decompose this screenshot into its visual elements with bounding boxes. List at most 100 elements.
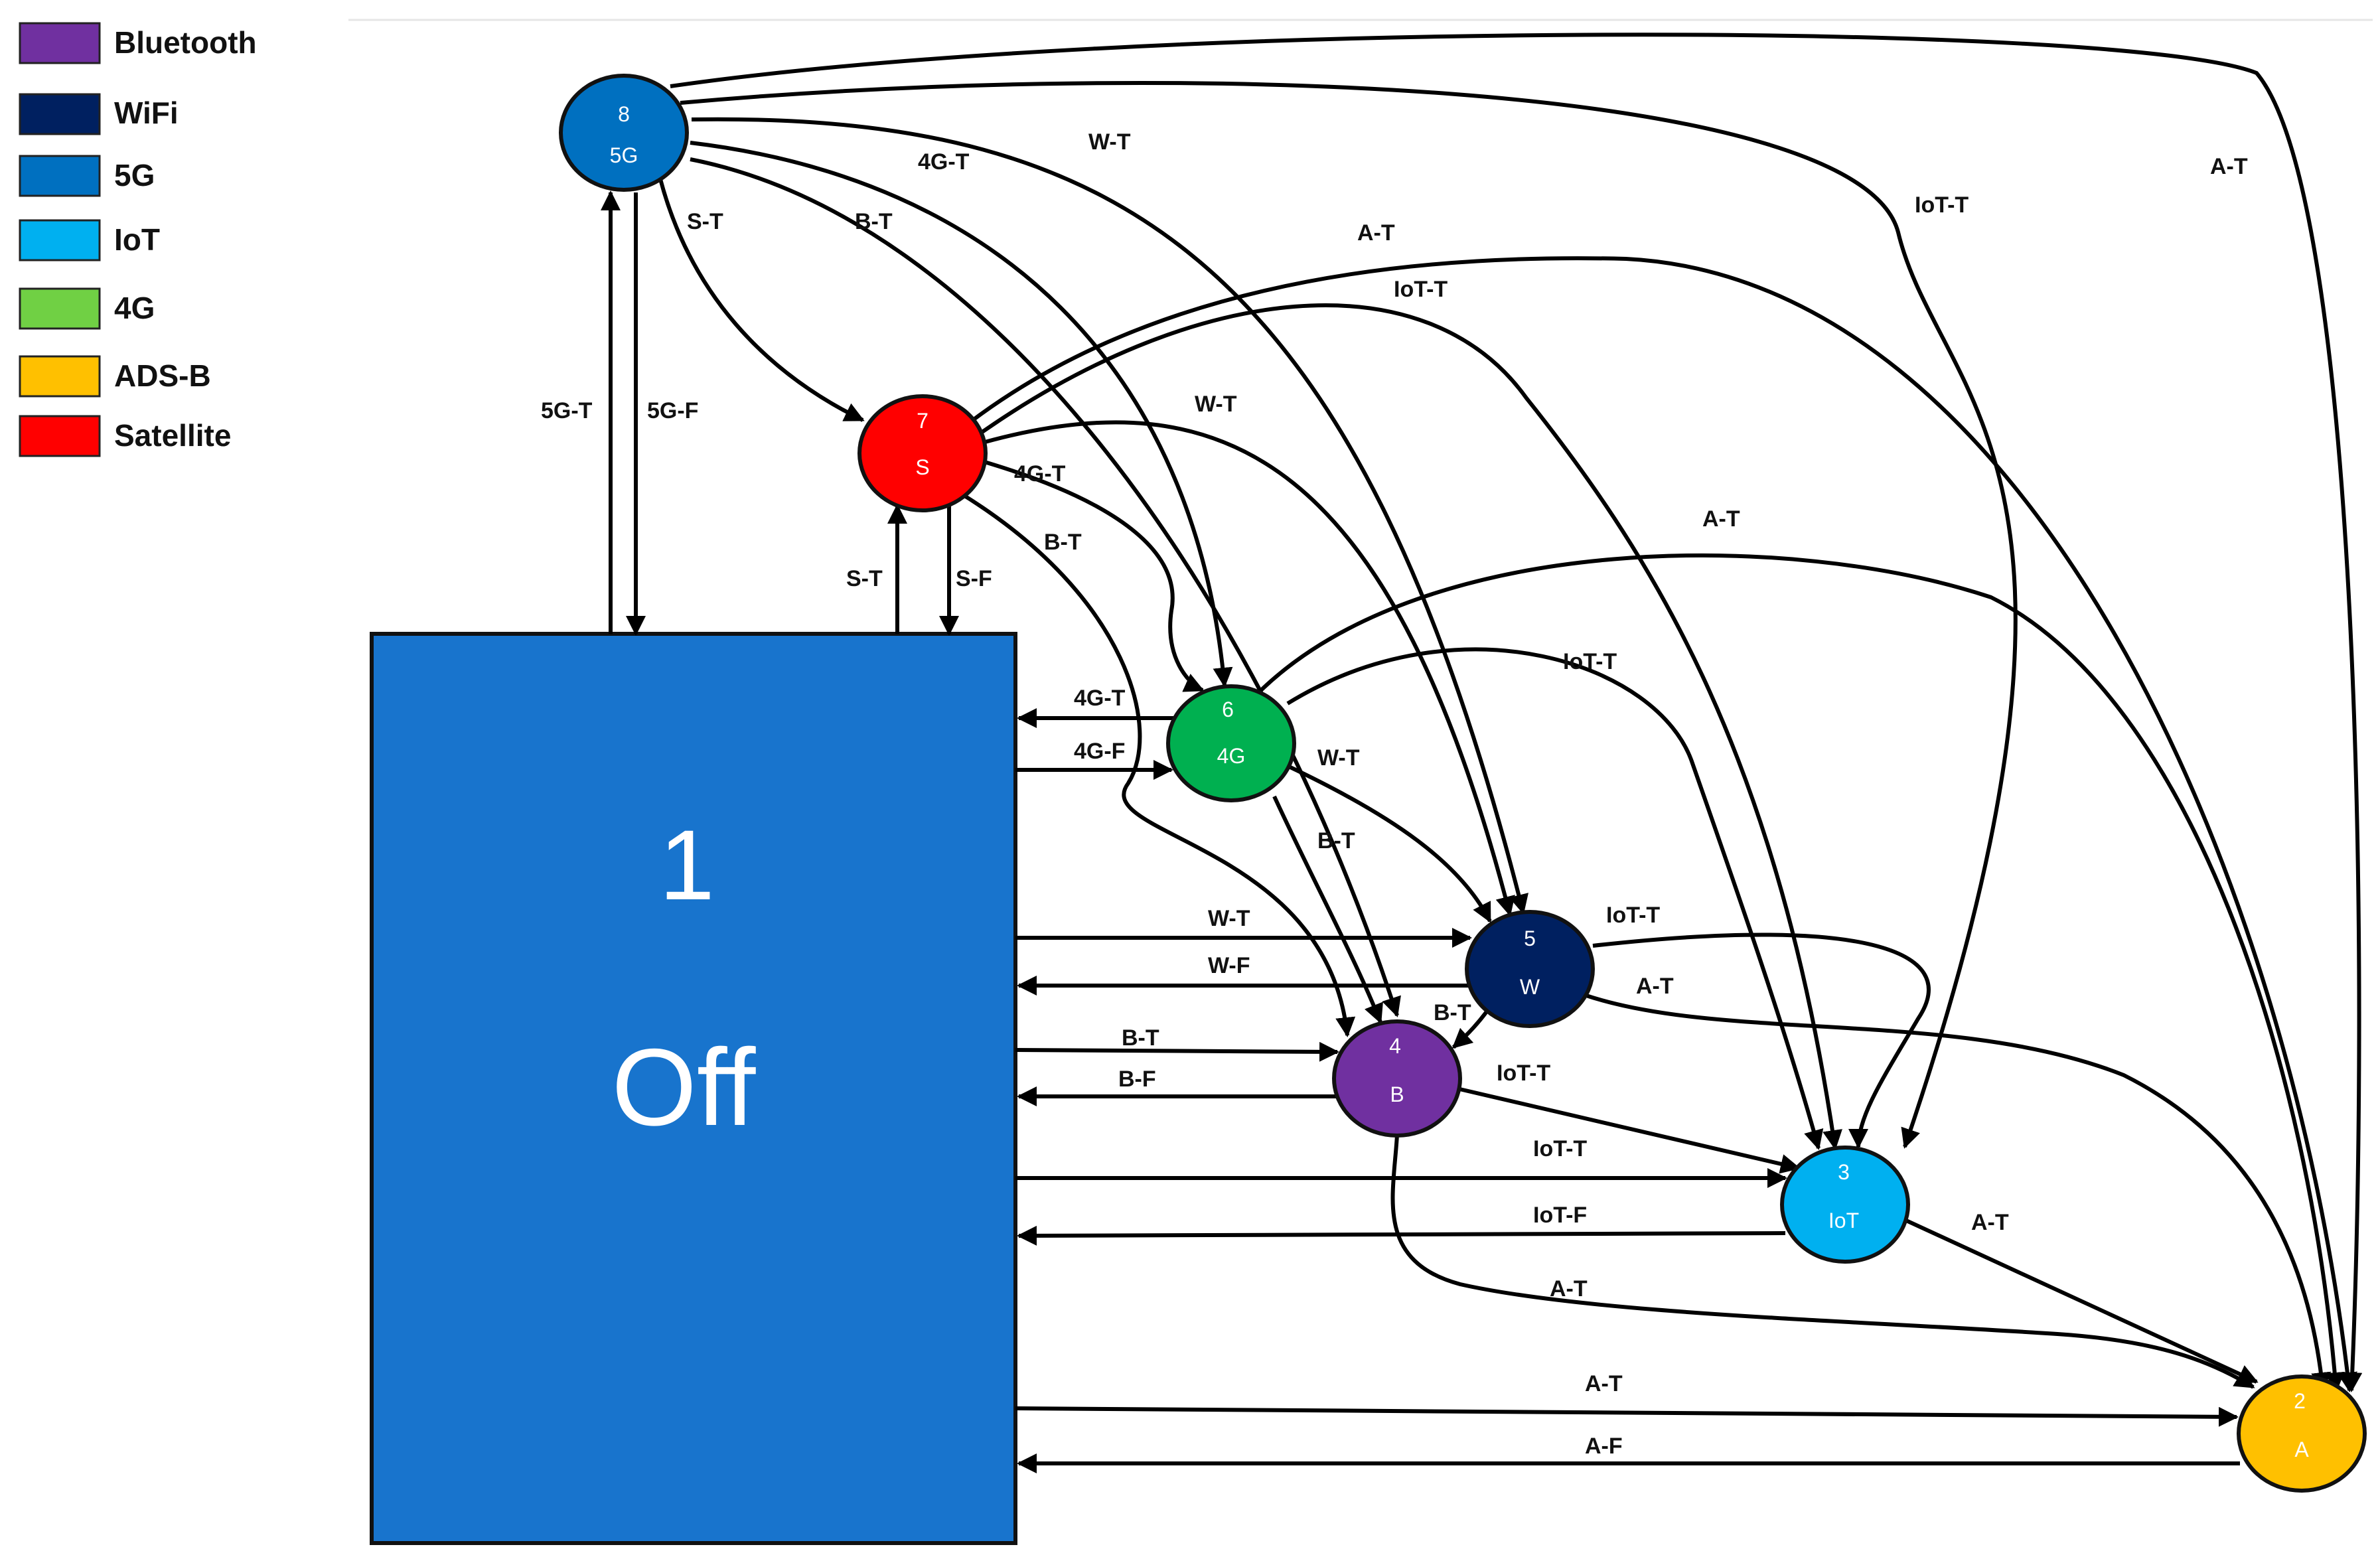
node-4g: 6 4G [1166, 684, 1296, 802]
edge-label-3-a-t: A-T [1971, 1210, 2009, 1235]
node-4g-circle [1166, 684, 1296, 802]
node-adsb-number: 2 [2294, 1389, 2306, 1413]
node-bluetooth-number: 4 [1389, 1034, 1401, 1058]
off-state-label: Off [611, 1026, 756, 1148]
node-5g-number: 8 [618, 102, 630, 126]
edge-satellite-to-bluetooth [961, 492, 1356, 1037]
node-wifi-abbr: W [1520, 975, 1540, 999]
legend-swatch-satellite [19, 415, 101, 457]
edge-label-a-t-off: A-T [1585, 1371, 1623, 1396]
edge-label-7-w-t: W-T [1195, 392, 1237, 417]
edge-label-s-t: S-T [846, 566, 883, 591]
edge-label-6-b-t: B-T [1317, 828, 1355, 853]
node-4g-abbr: 4G [1217, 744, 1246, 768]
edge-iot-to-adsb [1903, 1218, 2259, 1384]
legend-swatch-5g [19, 155, 101, 197]
legend-label-bluetooth: Bluetooth [114, 25, 257, 60]
edge-off-to-bluetooth [1015, 1041, 1339, 1062]
edge-label-8-a-t: A-T [2210, 154, 2248, 179]
edge-label-8-b-t: B-T [855, 209, 893, 234]
edge-label-4g-t: 4G-T [1074, 686, 1126, 711]
legend-swatch-4g [19, 287, 101, 330]
edge-label-8-s-t: S-T [687, 209, 723, 234]
edge-label-4-iot-t: IoT-T [1497, 1061, 1550, 1086]
node-wifi: 5 W [1465, 910, 1595, 1028]
node-5g-abbr: 5G [610, 143, 638, 167]
legend-swatch-wifi [19, 93, 101, 135]
edge-label-7-iot-t: IoT-T [1394, 277, 1448, 302]
node-bluetooth: 4 B [1332, 1019, 1462, 1138]
edge-satellite-to-wifi [975, 420, 1515, 917]
edge-label-b-t: B-T [1122, 1025, 1159, 1051]
edge-label-7-b-t: B-T [1044, 530, 1082, 555]
edges: 5G-T 5G-F S-T S-F 4G-T 4G-F W-T W-F B-T … [541, 33, 2363, 1473]
edge-label-7-a-t: A-T [1357, 220, 1395, 246]
legend-label-4g: 4G [114, 291, 155, 325]
edge-4g-to-wifi [1288, 765, 1492, 923]
edge-4g-to-adsb [1259, 553, 2345, 1392]
edge-label-7-4g-t: 4G-T [1014, 461, 1066, 486]
edge-label-4g-f: 4G-F [1074, 739, 1125, 764]
node-iot: 3 IoT [1780, 1146, 1910, 1264]
edge-iot-to-off [1017, 1225, 1786, 1246]
node-wifi-circle [1465, 910, 1595, 1028]
edge-label-6-a-t: A-T [1702, 506, 1740, 532]
edge-label-4-a-t: A-T [1550, 1276, 1588, 1301]
node-5g-circle [559, 74, 689, 192]
node-bluetooth-circle [1332, 1019, 1462, 1138]
edge-label-6-w-t: W-T [1317, 745, 1360, 771]
edge-wifi-to-iot [1592, 932, 1931, 1149]
edge-wifi-to-adsb [1586, 994, 2332, 1392]
off-state-number: 1 [659, 809, 714, 921]
edge-satellite-to-iot [968, 303, 1842, 1150]
node-iot-abbr: IoT [1828, 1209, 1859, 1232]
edge-label-5-iot-t: IoT-T [1606, 903, 1660, 928]
edge-label-5-a-t: A-T [1636, 974, 1674, 999]
edge-label-w-f: W-F [1208, 953, 1250, 978]
off-state-box [370, 632, 1017, 1545]
node-adsb: 2 A [2237, 1374, 2367, 1493]
legend-swatch-adsb [19, 355, 101, 398]
legend-label-5g: 5G [114, 158, 155, 192]
edge-label-8-4g-t: 4G-T [918, 149, 970, 175]
node-satellite-number: 7 [917, 409, 929, 433]
legend-label-adsb: ADS-B [114, 358, 211, 393]
node-bluetooth-abbr: B [1390, 1082, 1404, 1106]
node-satellite-circle [857, 394, 988, 512]
edge-bluetooth-to-iot [1456, 1086, 1801, 1174]
edge-label-w-t: W-T [1208, 906, 1250, 931]
edge-label-5g-f: 5G-F [647, 398, 698, 423]
edge-off-to-adsb [1015, 1406, 2239, 1427]
edge-bluetooth-to-adsb [1390, 1134, 2255, 1389]
legend-label-wifi: WiFi [114, 96, 179, 130]
node-satellite: 7 S [857, 394, 988, 512]
edge-label-iot-t: IoT-T [1533, 1136, 1587, 1161]
legend-label-satellite: Satellite [114, 418, 231, 453]
node-4g-number: 6 [1222, 698, 1234, 721]
node-adsb-abbr: A [2294, 1438, 2309, 1461]
legend-label-iot: IoT [114, 222, 160, 257]
edge-label-6-iot-t: IoT-T [1563, 649, 1617, 674]
edge-label-8-w-t: W-T [1088, 129, 1131, 155]
edge-5g-to-4g [690, 141, 1233, 688]
edge-satellite-to-adsb [961, 256, 2357, 1392]
edge-label-b-f: B-F [1118, 1067, 1156, 1092]
edge-5g-to-iot [680, 80, 2018, 1149]
node-iot-number: 3 [1838, 1160, 1850, 1184]
node-5g: 8 5G [559, 74, 689, 192]
edge-label-8-iot-t: IoT-T [1915, 192, 1969, 218]
node-satellite-abbr: S [915, 455, 929, 479]
edge-satellite-to-4g [982, 459, 1205, 692]
edge-5g-to-satellite [658, 179, 865, 422]
node-adsb-circle [2237, 1374, 2367, 1493]
edge-5g-to-adsb [670, 33, 2363, 1392]
edge-4g-to-bluetooth [1272, 795, 1383, 1024]
edge-label-a-f: A-F [1585, 1434, 1623, 1459]
legend-swatch-iot [19, 219, 101, 261]
edge-label-5-b-t: B-T [1434, 1000, 1471, 1025]
edge-label-5g-t: 5G-T [541, 398, 593, 423]
edge-5g-to-bluetooth [690, 157, 1401, 1017]
node-wifi-number: 5 [1524, 927, 1536, 950]
node-iot-circle [1780, 1146, 1910, 1264]
